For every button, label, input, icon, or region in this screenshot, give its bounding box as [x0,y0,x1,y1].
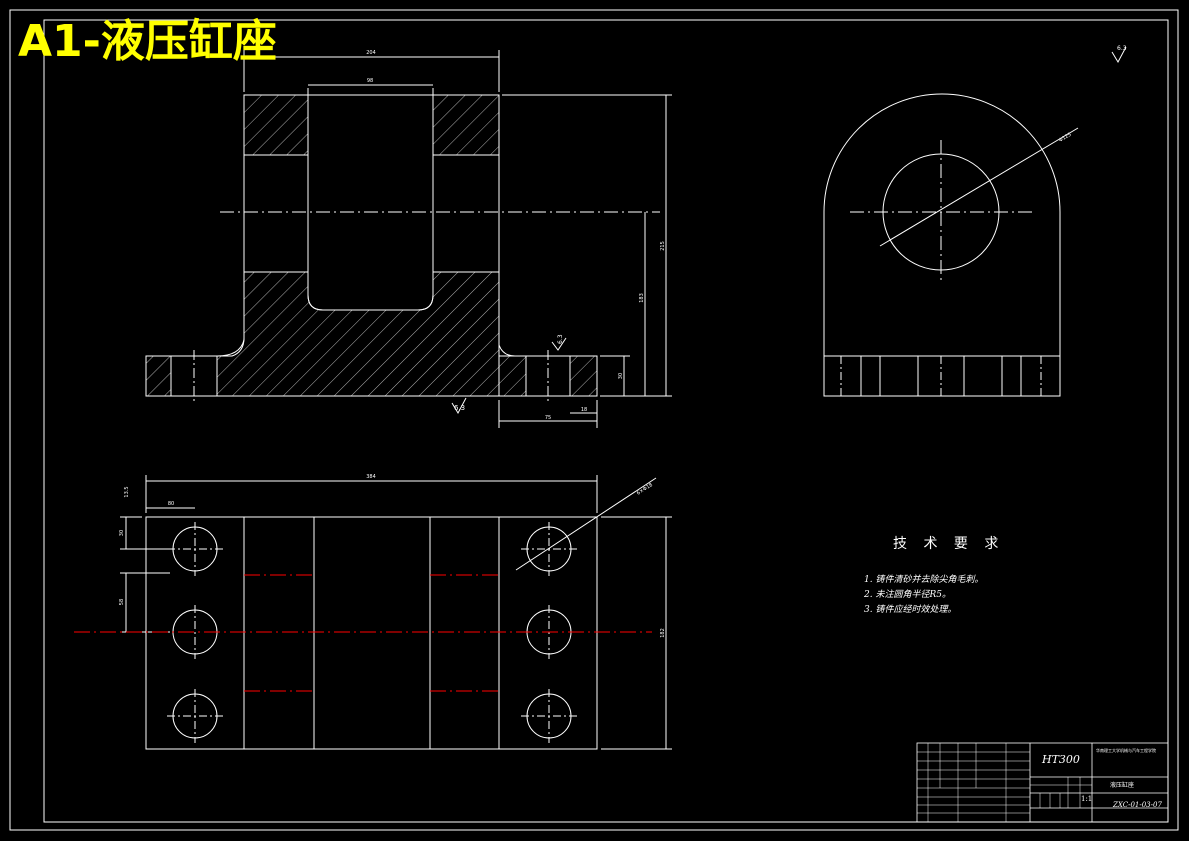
part-name-label: 液压缸座 [1110,782,1135,789]
dim-base-thickness: 30 [618,373,624,379]
dim-height-total: 215 [660,241,666,251]
dim-arc-dia: Φ125 [1058,132,1073,144]
roughness-label-2: 6.3 [557,334,564,344]
dim-plan-length: 384 [366,474,376,480]
inner-border [43,19,1169,823]
dim-hole-row: 30 [119,530,125,536]
tech-requirement-2: 2. 未注圆角半径R5。 [864,590,951,600]
roughness-label: 6.3 [454,404,465,412]
dim-hole-spacing: 58 [119,599,125,605]
dim-foot-offset: 75 [545,415,551,421]
top-view-centerlines [74,574,652,692]
tech-requirement-3: 3. 铸件应经时效处理。 [864,605,957,615]
dim-edge: 13.5 [124,486,130,497]
dim-top-width: 204 [366,50,376,56]
scale-label: 1:1 [1081,795,1093,803]
tech-requirements-heading: 技 术 要 求 [893,536,1005,552]
drawing-title: A1-液压缸座 [18,16,277,67]
title-block [916,742,1169,823]
outer-border [9,9,1179,831]
dim-bore-width: 98 [367,78,373,84]
school-label: 华南理工大学机械与汽车工程学院 [1096,748,1156,753]
dim-hole-dia: 6×Φ18 [636,482,654,497]
drawing-number: ZXC-01-03-07 [1113,801,1162,809]
tech-requirement-1: 1. 铸件清砂并去除尖角毛刺。 [864,575,984,585]
dim-center-height: 183 [639,293,645,303]
front-view [145,50,672,428]
top-view [120,475,672,750]
dim-foot-hole: 18 [581,407,587,413]
side-view [823,46,1127,397]
dim-plan-width: 182 [660,628,666,638]
material-label: HT300 [1042,753,1080,766]
roughness-general: 6.3 [1117,45,1127,52]
dim-plan-offset: 80 [168,501,174,507]
